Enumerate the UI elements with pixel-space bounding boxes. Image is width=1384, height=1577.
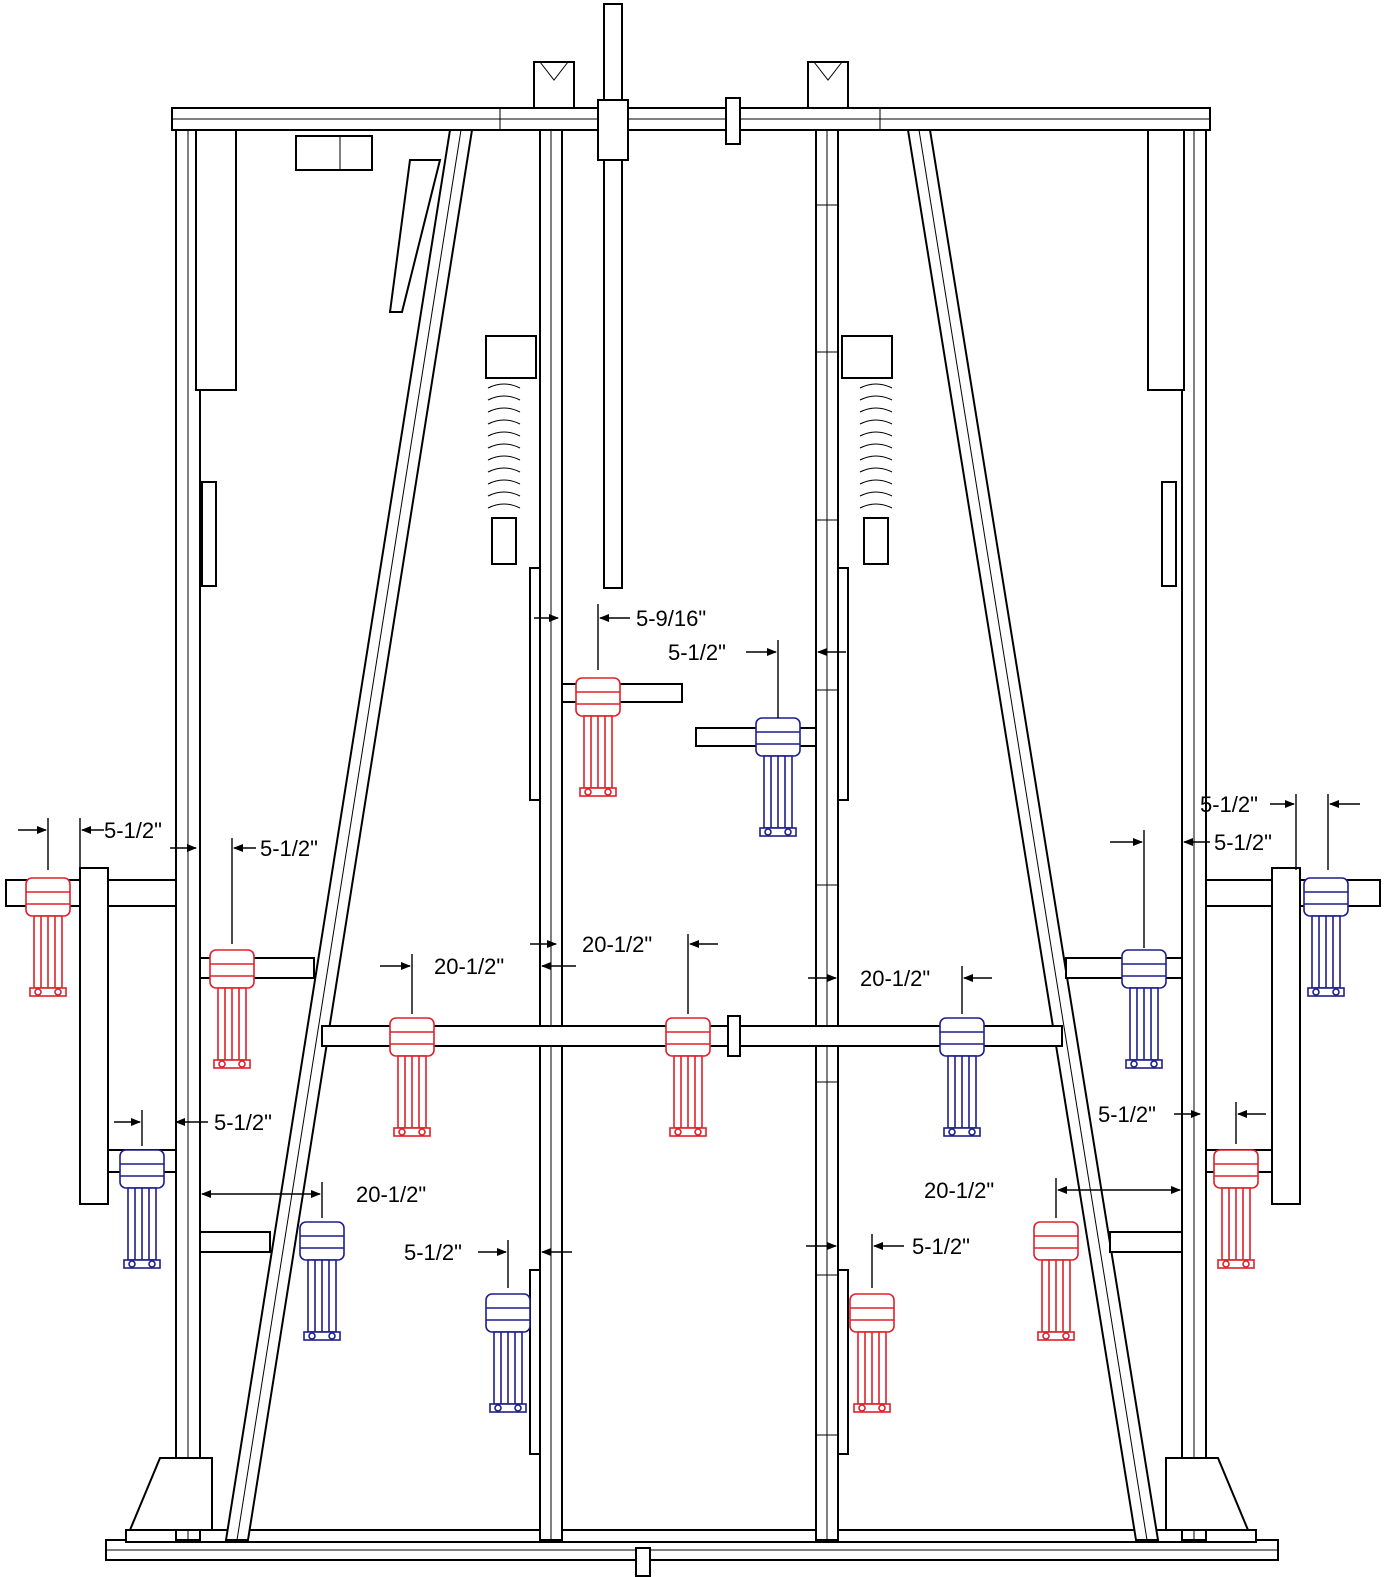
clamp-tool-red — [1033, 1221, 1079, 1341]
dimension-lines: 5-9/16" 5-1/2" 5-1/2" 5-1/2" 5-1/2" 5-1/… — [18, 604, 1360, 1288]
dim-label-8: 20-1/2" — [434, 954, 504, 979]
dim-label-10: 5-1/2" — [214, 1110, 272, 1135]
clamp-tool-blue — [939, 1017, 985, 1137]
dim-label-5: 5-1/2" — [1200, 792, 1258, 817]
clamp-tool-red — [389, 1017, 435, 1137]
dim-label-15: 5-1/2" — [912, 1234, 970, 1259]
dim-label-9: 20-1/2" — [860, 966, 930, 991]
clamp-tool-red — [25, 877, 71, 997]
dim-label-7: 20-1/2" — [582, 932, 652, 957]
dim-label-3: 5-1/2" — [104, 818, 162, 843]
right-foot-gusset — [1165, 1457, 1250, 1531]
clamp-tool-red — [849, 1293, 895, 1413]
clamp-tool-blue — [485, 1293, 531, 1413]
center-rod — [603, 3, 623, 589]
dim-label-13: 20-1/2" — [924, 1178, 994, 1203]
clamp-tool-red — [209, 949, 255, 1069]
top-left-bracket — [533, 61, 575, 109]
motor-unit — [295, 135, 373, 171]
dim-label-12: 20-1/2" — [356, 1182, 426, 1207]
clamp-tool-red — [1213, 1149, 1259, 1269]
dim-label-6: 5-1/2" — [1214, 830, 1272, 855]
tools-layer — [25, 677, 1349, 1413]
dim-label-1: 5-9/16" — [636, 606, 706, 631]
clamp-tool-red — [575, 677, 621, 797]
main-frame — [5, 3, 1381, 1577]
clamp-tool-red — [665, 1017, 711, 1137]
top-right-bracket — [807, 61, 849, 109]
clamp-tool-blue — [299, 1221, 345, 1341]
dim-label-2: 5-1/2" — [668, 640, 726, 665]
upright-ticks — [816, 204, 838, 1436]
clamp-tool-blue — [1121, 949, 1167, 1069]
dim-label-4: 5-1/2" — [260, 836, 318, 861]
clamp-tool-blue — [1303, 877, 1349, 997]
dim-label-14: 5-1/2" — [404, 1240, 462, 1265]
left-spring — [485, 335, 537, 565]
dim-label-11: 5-1/2" — [1098, 1102, 1156, 1127]
clamp-tool-blue — [755, 717, 801, 837]
right-spring — [841, 335, 893, 565]
side-panel — [388, 159, 442, 313]
clamp-tool-blue — [119, 1149, 165, 1269]
left-foot-gusset — [128, 1457, 213, 1531]
